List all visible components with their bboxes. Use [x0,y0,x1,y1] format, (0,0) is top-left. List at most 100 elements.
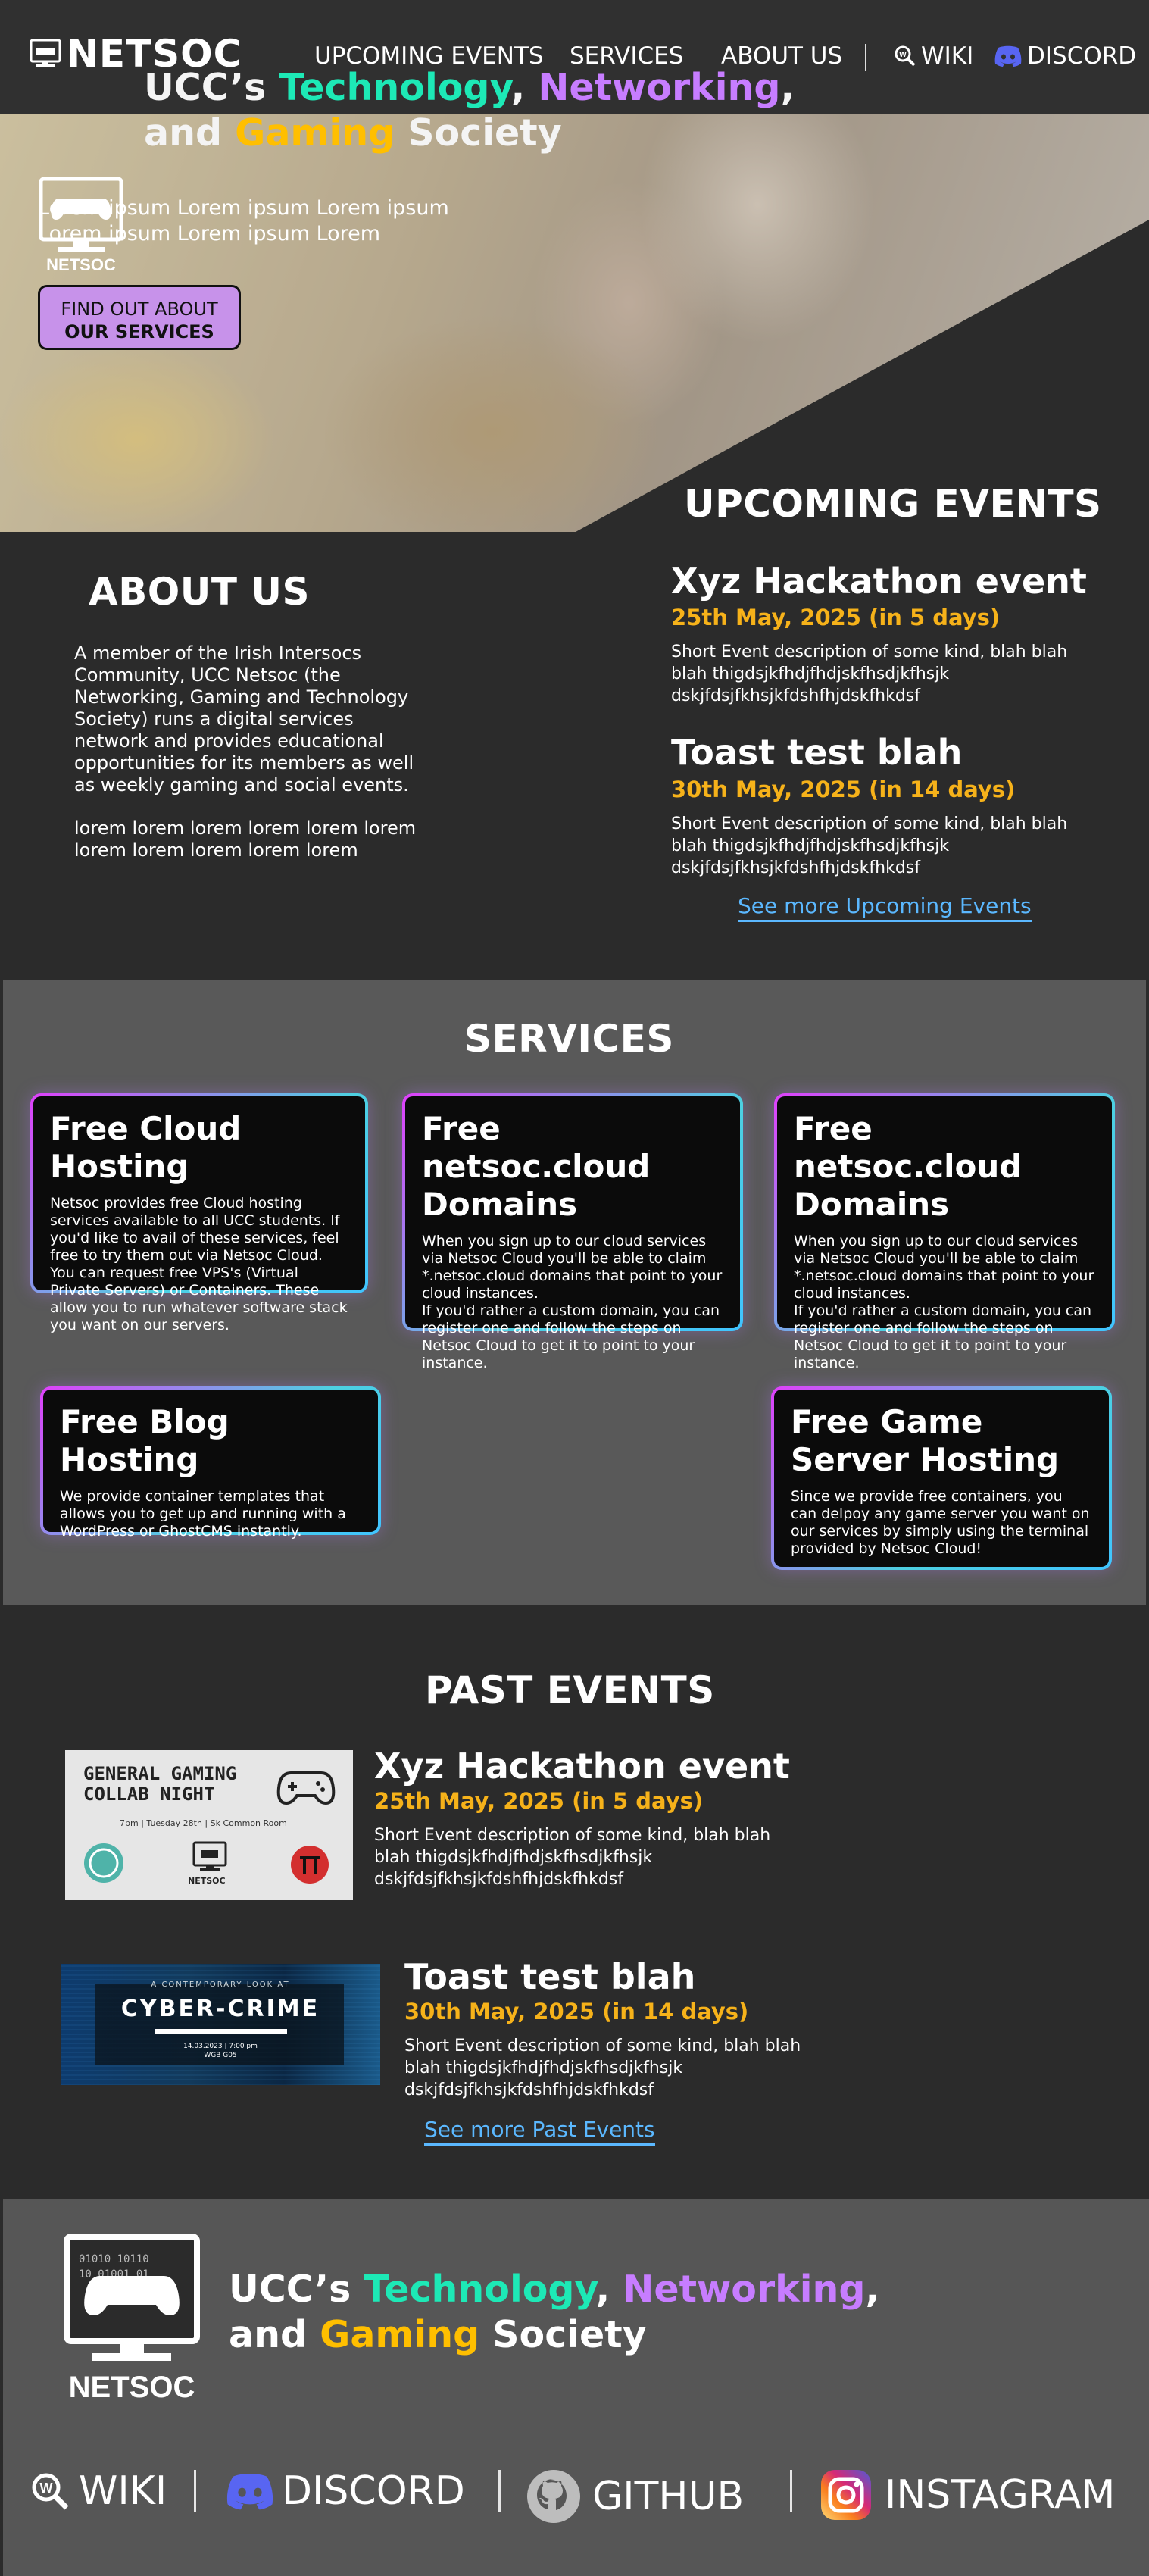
past-event-title[interactable]: Xyz Hackathon event [374,1746,790,1787]
past-event-poster-cyber-crime[interactable]: A CONTEMPORARY LOOK AT CYBER-CRIME 14.03… [61,1964,380,2085]
past-event-title[interactable]: Toast test blah [404,1956,696,1997]
button-line-2: OUR SERVICES [64,321,214,342]
netsoc-monitor-icon [192,1841,227,1871]
upcoming-event-date: 25th May, 2025 (in 5 days) [671,605,1001,630]
wiki-search-icon: W [32,2473,69,2510]
footer-instagram-label: INSTAGRAM [885,2472,1116,2518]
hero-title-networking: Networking [538,66,781,109]
service-card-blog-hosting[interactable]: Free Blog Hosting We provide container t… [40,1386,381,1540]
footer-title-technology: Technology [364,2268,596,2311]
poster-title: CYBER-CRIME [120,1996,320,2022]
service-card-cloud-hosting[interactable]: Free Cloud Hosting Netsoc provides free … [30,1093,368,1333]
hero-title: UCC’s Technology, Networking, and Gaming… [144,65,795,156]
torii-badge-icon [291,1846,329,1884]
nav-link-about-us[interactable]: ABOUT US [721,42,843,70]
find-out-about-services-button[interactable]: FIND OUT ABOUT OUR SERVICES [38,285,241,350]
nav-wiki-label: WIKI [921,42,974,70]
poster-underline [155,2029,287,2034]
nav-discord-link[interactable]: DISCORD [994,42,1136,70]
about-us-heading: ABOUT US [89,570,311,614]
netsoc-monitor-icon [30,39,61,67]
hero-title-comma: , [510,66,539,109]
footer-github-link[interactable]: GITHUB [526,2468,744,2524]
hero-title-and: and [144,111,236,155]
service-card-netsoc-cloud-domains[interactable]: Free netsoc.cloud Domains When you sign … [774,1093,1115,1371]
poster-info: 7pm | Tuesday 28th | Sk Common Room [120,1818,287,1828]
hero-title-technology: Technology [279,66,511,109]
footer-github-label: GITHUB [592,2474,745,2519]
footer-logo-text: NETSOC [69,2371,195,2404]
about-us-lorem: lorem lorem lorem lorem lorem lorem lore… [74,818,417,861]
nav-logo-text: NETSOC [67,32,242,76]
hero-title-comma: , [780,66,795,109]
service-card-body: We provide container templates that allo… [60,1488,346,1540]
past-event-poster-gaming-night[interactable]: GENERAL GAMING COLLAB NIGHT 7pm | Tuesda… [65,1750,353,1900]
discord-icon [994,45,1022,67]
see-more-upcoming-events-link[interactable]: See more Upcoming Events [738,893,1032,922]
nav-discord-label: DISCORD [1027,42,1137,70]
nav-wiki-link[interactable]: W WIKI [894,42,973,70]
footer-title-and: and [229,2313,320,2356]
upcoming-event-description: Short Event description of some kind, bl… [671,642,1068,705]
poster-info: WGB G05 [204,2052,237,2059]
service-card-netsoc-cloud-domains[interactable]: Free netsoc.cloud Domains When you sign … [402,1093,743,1371]
footer-divider [498,2470,501,2512]
hero-title-prefix: UCC’s [144,66,279,109]
game-controller-icon [276,1771,336,1805]
nav-link-upcoming-events[interactable]: UPCOMING EVENTS [314,42,544,70]
hero-description: Lorem ipsum Lorem ipsum Lorem ipsum Lore… [38,196,449,245]
footer-title-comma: , [865,2268,880,2311]
footer-discord-link[interactable]: DISCORD [224,2468,465,2514]
service-card-game-server-hosting[interactable]: Free Game Server Hosting Since we provid… [771,1386,1112,1570]
service-card-title: Free netsoc.cloud Domains [794,1110,1023,1223]
footer-title-gaming: Gaming [320,2313,480,2356]
top-nav: NETSOC UPCOMING EVENTS SERVICES ABOUT US… [0,0,1149,114]
nav-divider [865,44,866,71]
poster-netsoc-text: NETSOC [188,1876,226,1886]
footer-discord-label: DISCORD [282,2468,465,2514]
footer-title: UCC’s Technology, Networking, and Gaming… [229,2267,879,2358]
about-us-text: A member of the Irish Intersocs Communit… [74,642,430,861]
about-us-paragraph: A member of the Irish Intersocs Communit… [74,642,414,796]
svg-text:01010 10110: 01010 10110 [79,2253,149,2265]
discord-icon [226,2474,273,2510]
poster-title-line: GENERAL GAMING [83,1763,237,1784]
hero-logo-text: NETSOC [46,255,116,274]
upcoming-event-title[interactable]: Toast test blah [671,732,963,773]
footer-title-networking: Networking [623,2268,866,2311]
past-event-date: 25th May, 2025 (in 5 days) [374,1788,704,1814]
footer-wiki-link[interactable]: W WIKI [30,2468,167,2514]
see-more-past-events-link[interactable]: See more Past Events [424,2117,655,2146]
instagram-icon [821,2470,871,2520]
past-event-description: Short Event description of some kind, bl… [404,2037,801,2099]
poster-info: 14.03.2023 | 7:00 pm [183,2043,258,2050]
nav-link-services[interactable]: SERVICES [570,42,684,70]
hero-diagonal-shape [576,220,1149,532]
poster-kicker: A CONTEMPORARY LOOK AT [151,1980,290,1989]
button-line-1: FIND OUT ABOUT [61,299,218,320]
poster-panel [95,1984,344,2065]
upcoming-events-heading: UPCOMING EVENTS [684,482,1102,526]
upcoming-event-date: 30th May, 2025 (in 14 days) [671,777,1016,802]
github-icon [527,2470,580,2523]
service-card-body: Since we provide free containers, you ca… [791,1488,1090,1557]
upcoming-event-title[interactable]: Xyz Hackathon event [671,561,1087,602]
svg-text:W: W [899,51,907,59]
past-events-heading: PAST EVENTS [425,1668,715,1712]
footer-title-prefix: UCC’s [229,2268,364,2311]
upcoming-event-description: Short Event description of some kind, bl… [671,814,1068,877]
service-card-title: Free Blog Hosting [60,1403,229,1478]
hero-title-gaming: Gaming [235,111,395,155]
service-card-title: Free Cloud Hosting [50,1110,242,1185]
footer-instagram-link[interactable]: INSTAGRAM [820,2468,1115,2521]
footer-title-suffix: Society [479,2313,647,2356]
service-card-body: When you sign up to our cloud services v… [422,1233,723,1371]
footer-divider [790,2470,792,2512]
poster-title-line: COLLAB NIGHT [83,1784,215,1805]
footer-divider [194,2470,196,2512]
nav-logo[interactable]: NETSOC [29,32,242,76]
footer-netsoc-logo-icon[interactable]: 01010 10110 10 01001 01 NETSOC [56,2232,208,2405]
service-card-body: Netsoc provides free Cloud hosting servi… [50,1195,348,1333]
past-event-date: 30th May, 2025 (in 14 days) [404,1999,749,2024]
service-card-title: Free Game Server Hosting [791,1403,1060,1478]
